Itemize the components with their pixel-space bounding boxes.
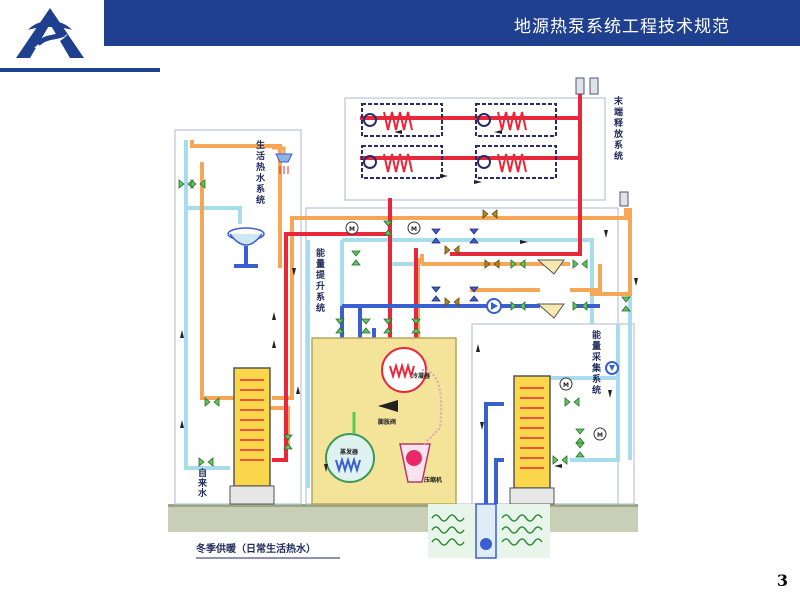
terminal-unit — [361, 103, 443, 137]
svg-text:M: M — [411, 226, 417, 233]
page-number: 3 — [776, 571, 788, 590]
header-bar: 地源热泵系统工程技术规范 — [0, 0, 800, 68]
svg-text:M: M — [349, 226, 355, 233]
hot-water-system-label: 生活热水系统 — [256, 139, 266, 206]
hot-water-tank — [229, 367, 275, 505]
terminal-panel — [344, 97, 606, 201]
flow-meter-icon: M — [407, 221, 421, 235]
borehole — [428, 503, 550, 559]
diagram-caption: 冬季供暖（日常生活热水） — [196, 542, 316, 555]
compressor-label: 压缩机 — [424, 476, 442, 484]
flow-meter-icon: M — [345, 221, 359, 235]
flow-meter-icon: M — [593, 427, 607, 441]
flow-arrow-icon — [180, 130, 638, 472]
svg-text:M: M — [597, 432, 603, 439]
well-pump-icon — [480, 538, 492, 550]
system-schematic: 冷凝器 蒸发器 膨胀阀 压缩机 — [160, 68, 644, 582]
shower-head-icon — [272, 146, 293, 174]
terminal-unit — [475, 145, 557, 179]
filter-icon — [536, 259, 565, 275]
energy-collect-label: 能量采集系统 — [591, 329, 602, 396]
ground-exchanger-tank — [509, 375, 555, 505]
tap-water-label: 自来水 — [197, 467, 208, 499]
expansion-valve-label: 膨胀阀 — [377, 418, 396, 426]
filter-icon — [536, 303, 565, 319]
heat-pump-unit: 冷凝器 蒸发器 膨胀阀 压缩机 — [311, 337, 457, 505]
energy-lift-label: 能量提升系统 — [316, 247, 326, 314]
header-title: 地源热泵系统工程技术规范 — [514, 17, 730, 37]
condenser-label: 冷凝器 — [412, 372, 431, 380]
sink-icon — [227, 227, 265, 268]
heat-pump-diagram: 冷凝器 蒸发器 膨胀阀 压缩机 — [160, 68, 644, 582]
air-vent-icon — [589, 77, 599, 95]
valve-icon — [178, 179, 631, 467]
evaporator-label: 蒸发器 — [340, 448, 359, 456]
terminal-unit — [361, 145, 443, 179]
valve-icon — [444, 209, 500, 307]
valve-icon — [431, 228, 479, 302]
air-vent-icon — [575, 77, 585, 95]
ground-strip — [168, 504, 638, 532]
air-vent-icon — [619, 191, 629, 207]
terminal-release-label: 末端释放系统 — [613, 95, 624, 162]
terminal-unit — [475, 103, 557, 137]
header-rule — [0, 68, 160, 72]
header-band — [100, 0, 800, 46]
svg-text:M: M — [563, 382, 569, 389]
flow-meter-icon: M — [559, 377, 573, 391]
logo-mark-icon — [16, 8, 84, 58]
logo — [0, 0, 104, 68]
